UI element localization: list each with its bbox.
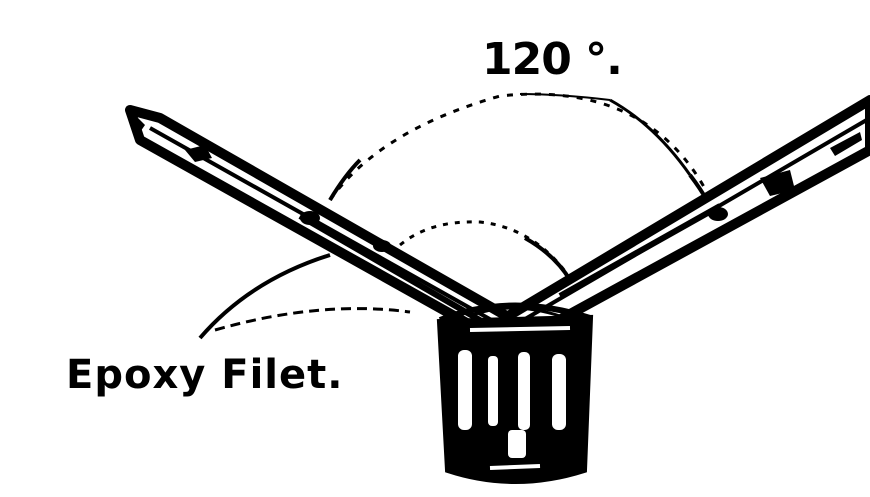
angle-arc-inner (399, 220, 572, 282)
fillet-leader-line (198, 253, 411, 340)
right-rod (500, 95, 870, 341)
left-rod (125, 105, 515, 341)
base-cup (436, 314, 594, 484)
fillet-label: Epoxy Filet. (66, 352, 343, 398)
epoxy-fillet (438, 302, 591, 323)
angle-arc-outer (328, 92, 712, 203)
angle-label: 120 °. (482, 34, 622, 85)
